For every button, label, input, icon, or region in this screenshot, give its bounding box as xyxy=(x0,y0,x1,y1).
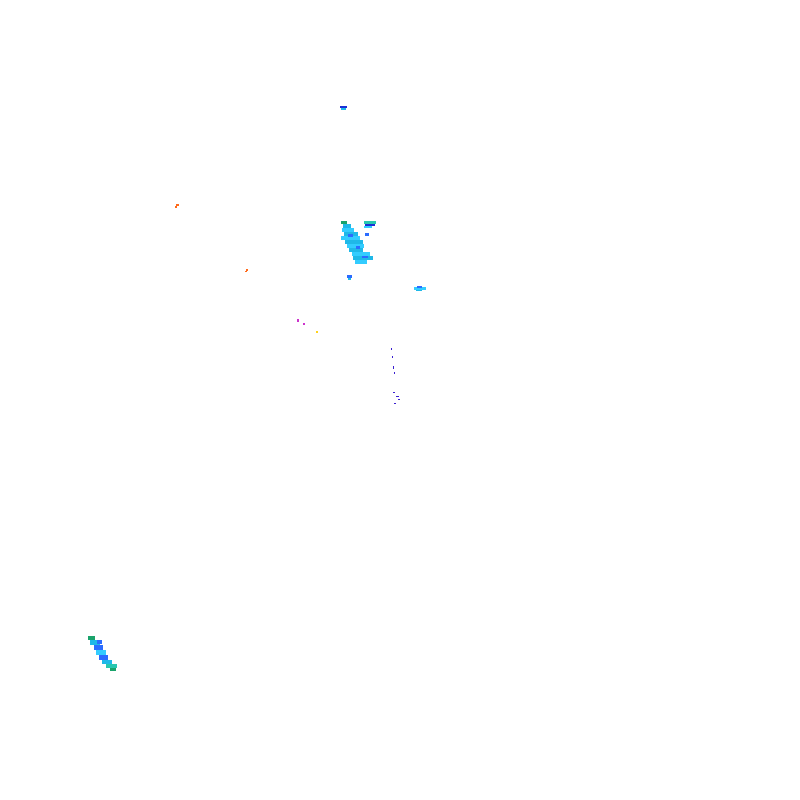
echo-sparse-points xyxy=(297,319,400,404)
echo-west-orange-1 xyxy=(175,204,179,208)
echo-cluster-southwest xyxy=(88,636,117,671)
echo-east xyxy=(414,286,426,291)
echo-cluster-central xyxy=(341,221,376,280)
echo-west-orange-2 xyxy=(245,269,248,272)
echo-north xyxy=(340,106,347,110)
